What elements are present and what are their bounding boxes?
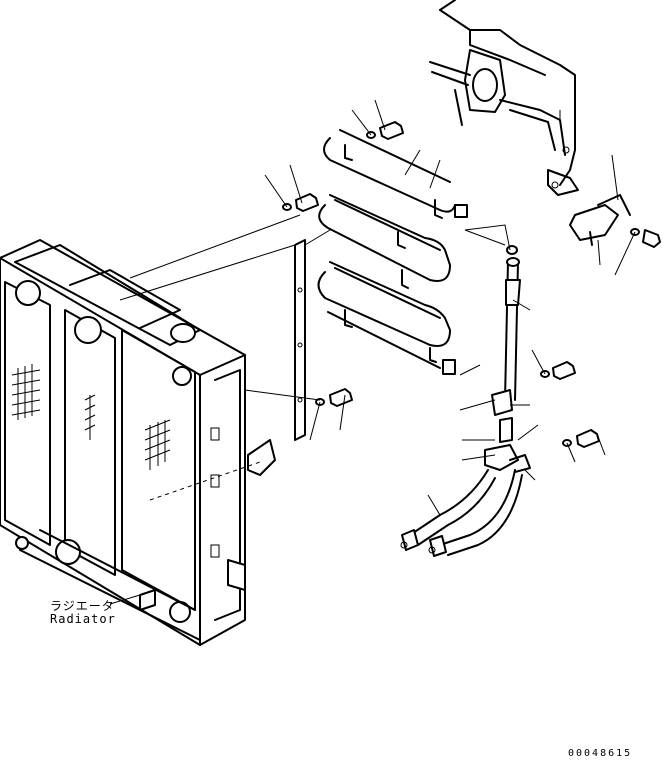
hoses xyxy=(400,245,531,557)
drawing-code: 00048615 xyxy=(568,748,633,759)
radiator-assembly xyxy=(0,239,276,646)
coil-tubes xyxy=(317,129,468,375)
frame-bracket xyxy=(429,0,579,196)
assembly-lines xyxy=(119,214,511,501)
bolts xyxy=(282,121,661,448)
guide-plate xyxy=(294,239,306,441)
leader-lines xyxy=(109,99,636,605)
part-label-english: Radiator xyxy=(50,612,116,626)
part-label-japanese: ラジエータ xyxy=(50,599,115,613)
clamp-bracket xyxy=(569,194,631,246)
